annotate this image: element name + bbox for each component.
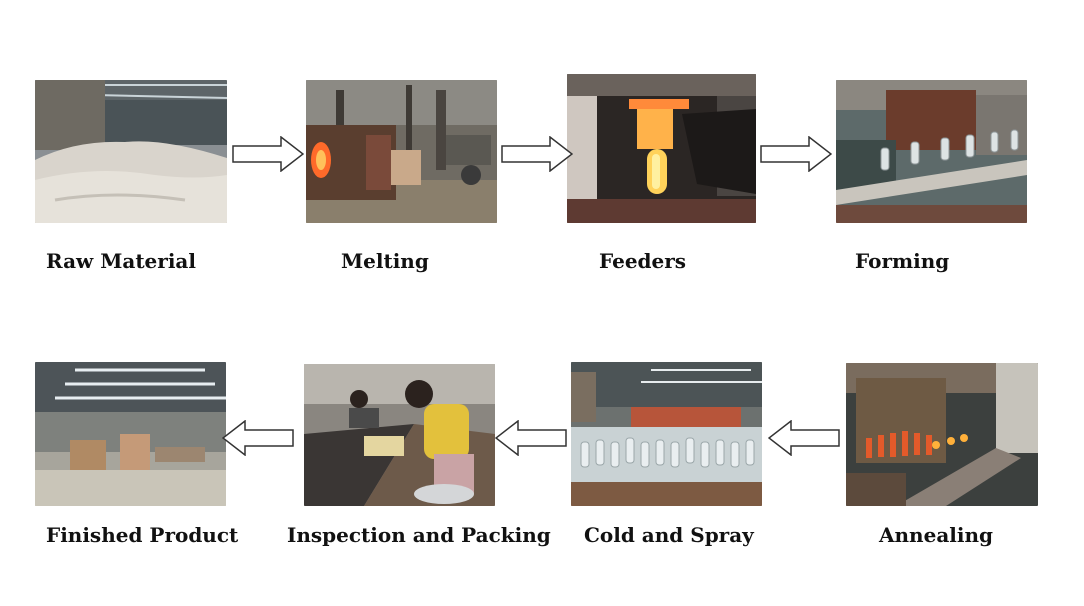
arrow-left-icon — [768, 420, 840, 456]
finished-product-photo — [35, 362, 226, 506]
step-label-forming: Forming — [855, 249, 950, 273]
forming-photo — [836, 80, 1027, 223]
annealing-photo — [846, 363, 1038, 506]
arrow-left-icon — [495, 420, 567, 456]
arrow-right-icon — [232, 136, 304, 172]
step-label-finished-product: Finished Product — [46, 523, 239, 547]
arrow-left-icon — [222, 420, 294, 456]
inspection-packing-photo — [304, 364, 495, 506]
arrow-right-icon — [760, 136, 832, 172]
step-label-cold-and-spray: Cold and Spray — [584, 523, 754, 547]
melting-photo — [306, 80, 497, 223]
arrow-right-icon — [501, 136, 573, 172]
step-label-annealing: Annealing — [879, 523, 994, 547]
step-label-feeders: Feeders — [599, 249, 687, 273]
step-label-inspection-packing: Inspection and Packing — [287, 523, 551, 547]
raw-material-photo — [35, 80, 227, 223]
cold-and-spray-photo — [571, 362, 762, 506]
feeders-photo — [567, 74, 756, 223]
step-label-melting: Melting — [341, 249, 429, 273]
step-label-raw-material: Raw Material — [46, 249, 196, 273]
